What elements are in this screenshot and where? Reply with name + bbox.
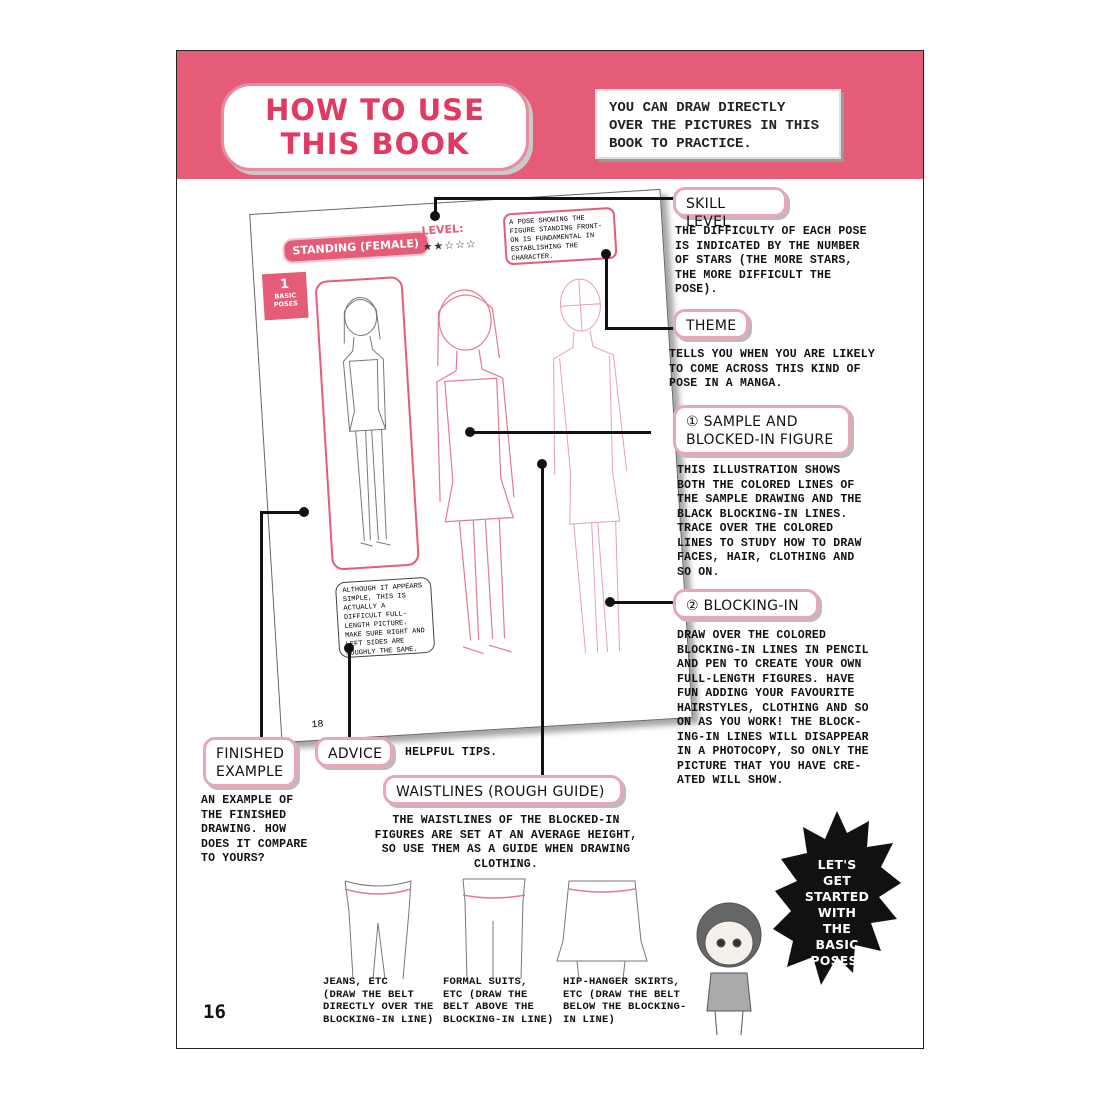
theme-connector-v: [605, 255, 608, 329]
jeans-caption: JEANS, ETC (DRAW THE BELT DIRECTLY OVER …: [323, 976, 434, 1026]
sample-stars: ★★☆☆☆: [422, 237, 478, 254]
sample-figure-label: ① SAMPLE AND BLOCKED-IN FIGURE: [673, 405, 851, 455]
sample-page-illustration: STANDING (FEMALE) LEVEL: ★★☆☆☆ A POSE SH…: [249, 188, 693, 744]
advice-label: ADVICE: [315, 737, 393, 767]
blocked-in-figure: [553, 278, 628, 654]
sample-figure-text: THIS ILLUSTRATION SHOWS BOTH THE COLORED…: [677, 464, 862, 579]
sample-chapter-badge: 1 BASIC POSES: [261, 271, 309, 321]
page-number: 16: [203, 1001, 226, 1023]
starburst-banner: [773, 811, 901, 985]
theme-connector-h: [605, 327, 675, 330]
finished-example-text: AN EXAMPLE OF THE FINISHED DRAWING. HOW …: [201, 794, 308, 865]
sample-pose-tag: STANDING (FEMALE): [281, 230, 430, 265]
blocking-in-text: DRAW OVER THE COLORED BLOCKING-IN LINES …: [677, 629, 869, 787]
title-box: HOW TO USE THIS BOOK: [221, 83, 529, 171]
sample-connector: [473, 431, 651, 434]
blocking-connector: [611, 601, 675, 604]
finished-example-label: FINISHED EXAMPLE: [203, 737, 297, 787]
skill-connector-dot: [430, 211, 440, 221]
skill-connector-v: [434, 199, 437, 219]
skill-connector-h: [434, 197, 674, 200]
page-header: HOW TO USE THIS BOOK YOU CAN DRAW DIRECT…: [177, 51, 923, 179]
page-title: HOW TO USE THIS BOOK: [265, 93, 485, 161]
jeans-sketch: [344, 880, 412, 980]
waistlines-label: WAISTLINES (ROUGH GUIDE): [383, 775, 623, 805]
sample-connector-dot: [465, 427, 475, 437]
skill-level-text: THE DIFFICULTY OF EACH POSE IS INDICATED…: [675, 225, 867, 296]
hip-hanger-caption: HIP-HANGER SKIRTS, ETC (DRAW THE BELT BE…: [563, 976, 687, 1026]
advice-connector: [348, 647, 351, 743]
waistlines-text: THE WAISTLINES OF THE BLOCKED-IN FIGURES…: [374, 814, 638, 871]
theme-label: THEME: [673, 309, 749, 339]
blocking-in-label: ② BLOCKING-IN: [673, 589, 819, 619]
starburst-text: LET'S GET STARTED WITH THE BASIC POSES!: [804, 857, 870, 968]
theme-text: TELLS YOU WHEN YOU ARE LIKELY TO COME AC…: [669, 348, 875, 390]
chibi-character: [696, 902, 762, 1036]
finished-connector-v: [260, 511, 263, 741]
advice-connector-dot: [344, 643, 354, 653]
finished-figure-sketch: [342, 296, 391, 547]
finished-connector-h: [260, 511, 304, 514]
formal-suit-caption: FORMAL SUITS, ETC (DRAW THE BELT ABOVE T…: [443, 976, 554, 1026]
formal-suit-sketch: [462, 878, 526, 980]
book-page: HOW TO USE THIS BOOK YOU CAN DRAW DIRECT…: [176, 50, 924, 1049]
finished-example-frame: [314, 275, 420, 571]
sample-level-label: LEVEL:: [421, 222, 464, 238]
sample-page-number: 18: [311, 719, 324, 732]
advice-text: HELPFUL TIPS.: [405, 746, 498, 759]
sample-chapter-name: BASIC POSES: [273, 291, 299, 309]
waist-connector-dot: [537, 459, 547, 469]
blocking-connector-dot: [605, 597, 615, 607]
sample-figure-pink: [436, 289, 515, 655]
theme-connector-dot: [601, 249, 611, 259]
finished-connector-dot: [299, 507, 309, 517]
intro-note: YOU CAN DRAW DIRECTLY OVER THE PICTURES …: [595, 89, 841, 159]
waist-connector: [541, 463, 544, 781]
sample-theme-box: A POSE SHOWING THE FIGURE STANDING FRONT…: [502, 206, 618, 266]
hip-hanger-skirt-sketch: [556, 880, 648, 980]
skill-level-label: SKILL LEVEL: [673, 187, 787, 230]
